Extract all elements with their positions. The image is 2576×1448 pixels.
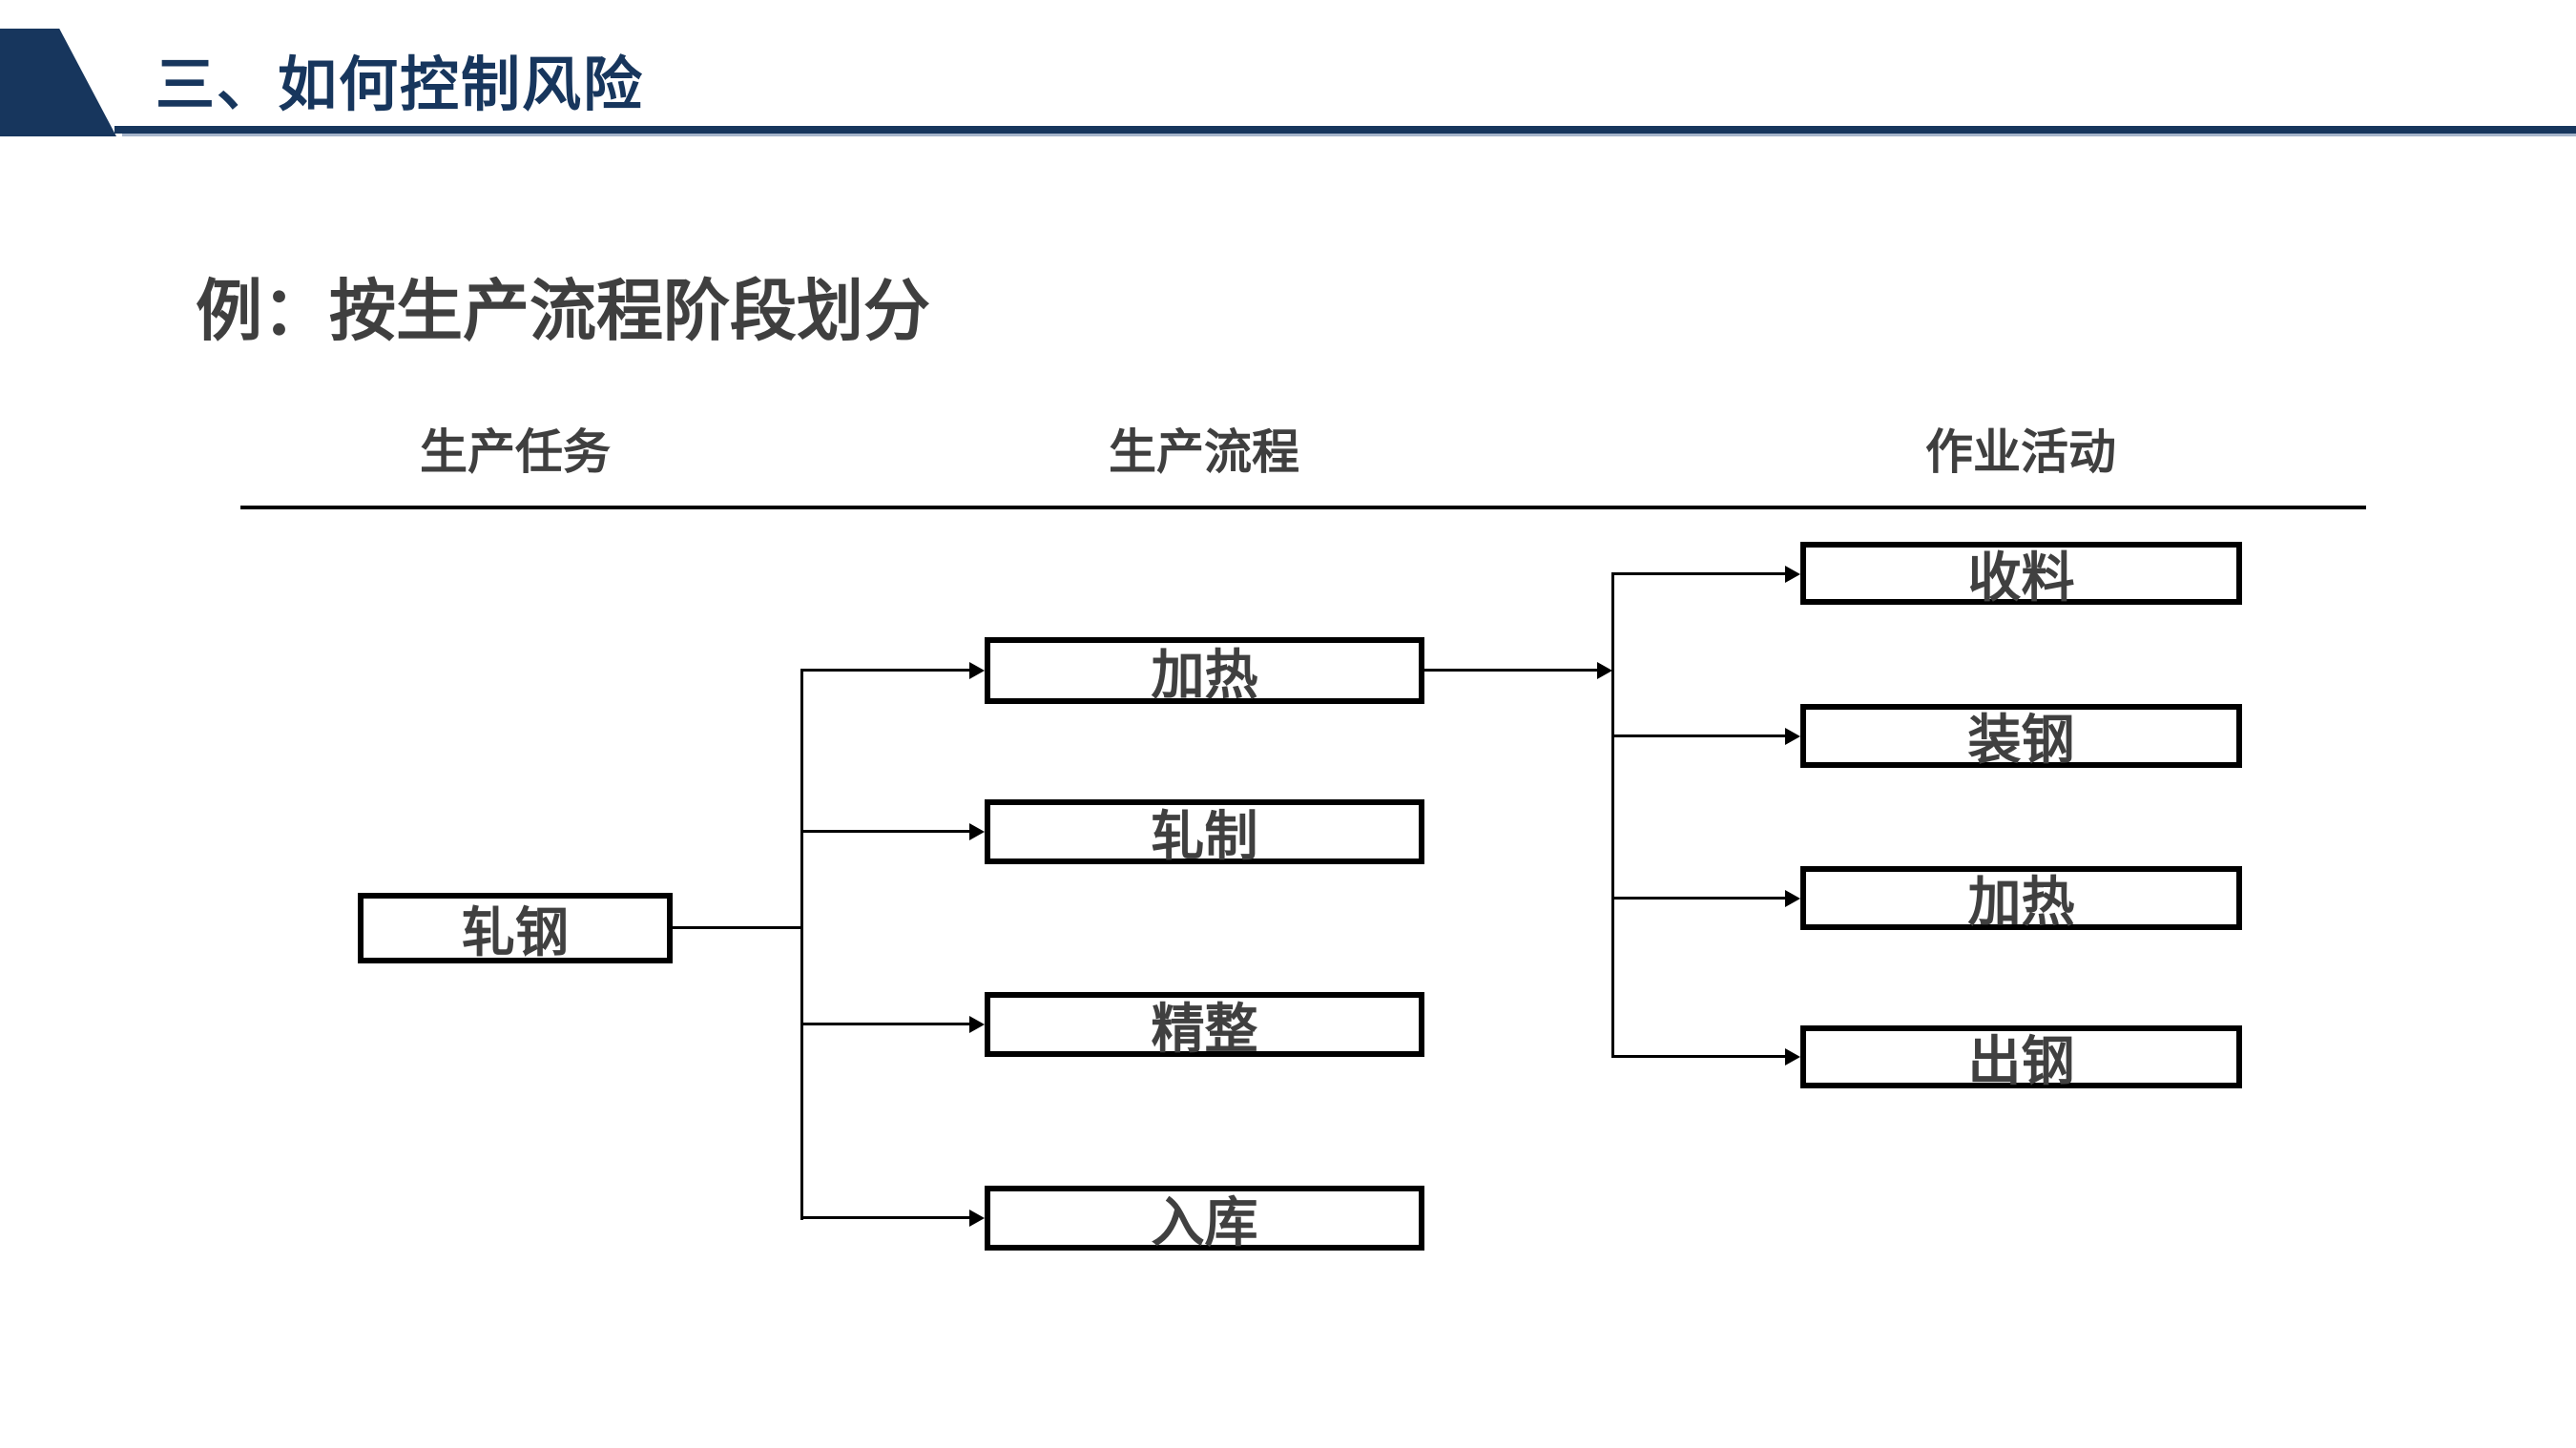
connector-branch-1-4: [801, 1216, 969, 1219]
arrowhead-icon: [1597, 662, 1612, 679]
header-accent-shape: [0, 29, 116, 136]
node-process-2: 轧制: [985, 799, 1424, 866]
arrowhead-icon: [1785, 890, 1800, 907]
connector-branch-2-3: [1612, 897, 1785, 900]
connector-branch-2-1: [1612, 572, 1785, 575]
arrowhead-icon: [1785, 1048, 1800, 1065]
connector-branch-1-3: [801, 1023, 969, 1025]
column-header-activity: 作业活动: [1925, 425, 2116, 479]
arrowhead-icon: [1785, 728, 1800, 745]
column-header-process: 生产流程: [1109, 425, 1299, 479]
arrowhead-icon: [969, 662, 985, 679]
header-rule: [114, 126, 2576, 134]
arrowhead-icon: [1785, 566, 1800, 583]
connector-branch-2-2: [1612, 734, 1785, 737]
connector-task-feed: [673, 926, 801, 929]
connector-process-feed: [1424, 669, 1597, 672]
column-divider-line: [240, 506, 2366, 509]
arrowhead-icon: [969, 1016, 985, 1033]
connector-branch-1-2: [801, 830, 969, 833]
column-header-task: 生产任务: [420, 425, 611, 479]
connector-trunk-2: [1611, 572, 1614, 1058]
node-task: 轧钢: [358, 893, 673, 963]
connector-trunk-1: [800, 669, 803, 1220]
connector-branch-2-4: [1612, 1055, 1785, 1058]
node-process-1: 加热: [985, 637, 1424, 705]
node-activity-2: 装钢: [1800, 704, 2242, 770]
arrowhead-icon: [969, 1210, 985, 1227]
slide-title: 例：按生产流程阶段划分: [196, 274, 930, 348]
header-rule-light: [122, 134, 2576, 136]
node-process-3: 精整: [985, 992, 1424, 1059]
node-activity-1: 收料: [1800, 542, 2242, 608]
header-title: 三、如何控制风险: [156, 52, 645, 118]
node-process-4: 入库: [985, 1186, 1424, 1252]
node-activity-3: 加热: [1800, 866, 2242, 932]
arrowhead-icon: [969, 823, 985, 840]
node-activity-4: 出钢: [1800, 1025, 2242, 1091]
connector-branch-1-1: [801, 669, 969, 672]
